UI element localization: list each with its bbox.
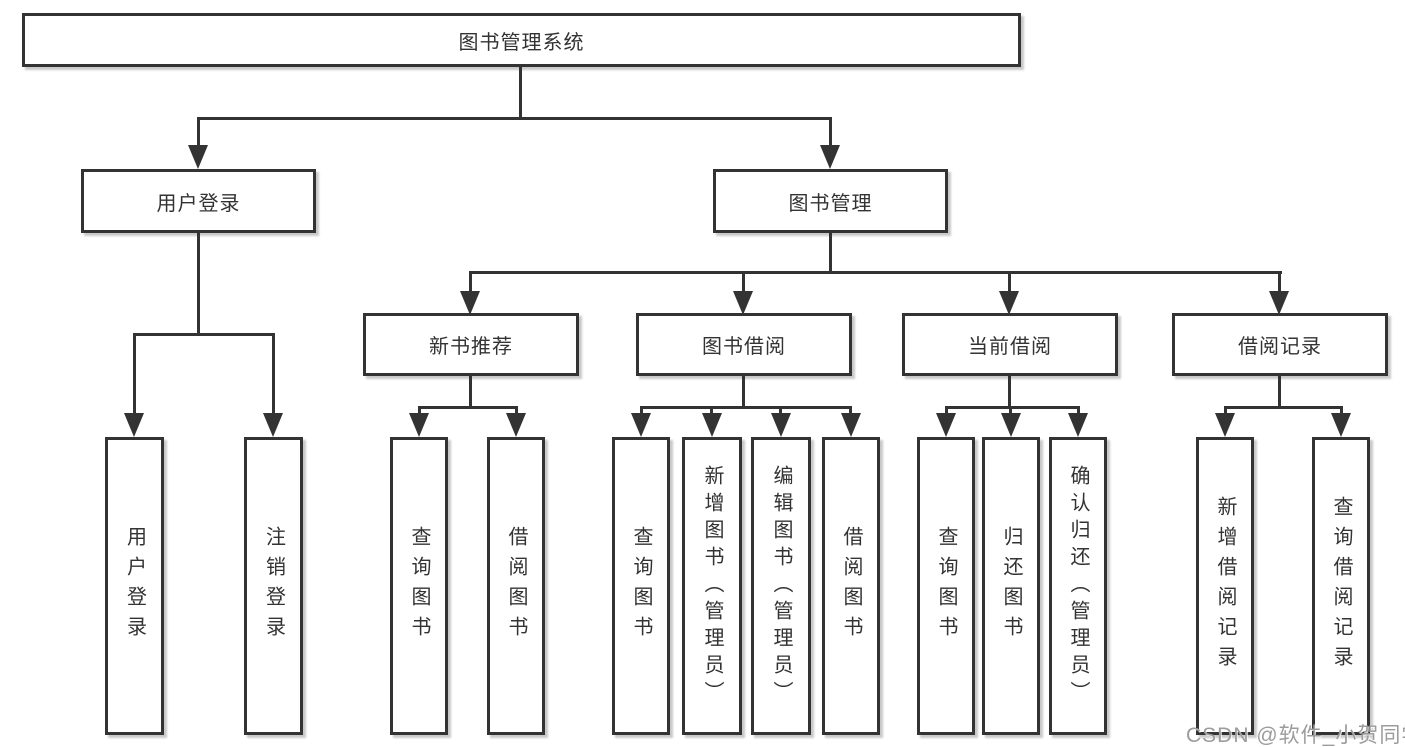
connector-drop <box>1340 406 1343 416</box>
leaf-add-borrow-record: 新增借阅记录 <box>1196 437 1254 735</box>
arrow-down-icon <box>1331 413 1351 437</box>
leaf-query-books-recommend: 查询图书 <box>390 437 448 735</box>
connector-drop <box>1009 406 1012 416</box>
connector-drop <box>640 406 643 416</box>
leaf-query-borrow-record: 查询借阅记录 <box>1312 437 1370 735</box>
arrow-down-icon <box>1001 413 1021 437</box>
connector-level2-bus <box>197 117 832 120</box>
leaf-query-books-borrowing: 查询图书 <box>612 437 670 735</box>
connector-drop <box>779 406 782 416</box>
arrow-down-icon <box>841 413 861 437</box>
node-library-management-system: 图书管理系统 <box>22 13 1021 67</box>
connector-drop-login-leaf <box>133 333 136 415</box>
leaf-query-books-current: 查询图书 <box>917 437 975 735</box>
leaf-user-login: 用户登录 <box>105 437 164 735</box>
connector-drop-borrow-records <box>1278 271 1281 291</box>
arrow-down-icon <box>631 413 651 437</box>
arrow-down-icon <box>124 413 144 437</box>
node-borrowing-records: 借阅记录 <box>1172 313 1388 376</box>
arrow-down-icon <box>1269 291 1289 315</box>
connector-drop <box>515 406 518 416</box>
leaf-confirm-return-admin: 确认归还（管理员） <box>1049 437 1107 735</box>
connector-drop-book-borrow <box>742 271 745 291</box>
arrow-down-icon <box>1068 413 1088 437</box>
connector-book-borrow-bus <box>640 406 852 409</box>
connector-drop <box>1224 406 1227 416</box>
arrow-down-icon <box>188 145 208 169</box>
connector-level3-bus <box>469 271 1282 274</box>
arrow-down-icon <box>1215 413 1235 437</box>
connector-current-borrow-bus <box>945 406 1080 409</box>
connector-drop <box>1077 406 1080 416</box>
connector-book-mgmt-stem <box>829 233 832 273</box>
connector-drop <box>418 406 421 416</box>
arrow-down-icon <box>409 413 429 437</box>
connector-drop-logout-leaf <box>272 333 275 415</box>
arrow-down-icon <box>820 145 840 169</box>
connector-drop-current-borrow <box>1008 271 1011 291</box>
connector-current-borrow-stem <box>1008 376 1011 409</box>
connector-drop-user-login <box>197 117 200 149</box>
leaf-borrow-books: 借阅图书 <box>822 437 880 735</box>
leaf-borrow-books-recommend: 借阅图书 <box>487 437 545 735</box>
node-new-book-recommend: 新书推荐 <box>363 313 579 376</box>
leaf-return-books: 归还图书 <box>982 437 1040 735</box>
connector-drop <box>945 406 948 416</box>
arrow-down-icon <box>999 291 1019 315</box>
connector-drop <box>710 406 713 416</box>
node-book-management: 图书管理 <box>713 169 948 233</box>
leaf-logout: 注销登录 <box>244 437 303 735</box>
arrow-down-icon <box>936 413 956 437</box>
arrow-down-icon <box>771 413 791 437</box>
node-current-borrowing: 当前借阅 <box>902 313 1118 376</box>
connector-new-books-stem <box>469 376 472 409</box>
node-user-login: 用户登录 <box>81 169 316 233</box>
arrow-down-icon <box>263 413 283 437</box>
csdn-watermark: CSDN @软件_小贺同学 <box>1186 724 1405 747</box>
connector-borrow-records-stem <box>1278 376 1281 409</box>
node-book-borrowing: 图书借阅 <box>636 313 852 376</box>
arrow-down-icon <box>506 413 526 437</box>
connector-user-login-stem <box>197 233 200 336</box>
connector-drop-new-books <box>469 271 472 291</box>
connector-book-borrow-stem <box>742 376 745 409</box>
connector-drop <box>849 406 852 416</box>
connector-drop-book-management <box>829 117 832 149</box>
leaf-edit-books-admin: 编辑图书（管理员） <box>751 437 811 735</box>
connector-borrow-records-bus <box>1224 406 1343 409</box>
connector-user-login-bus <box>133 333 275 336</box>
connector-new-books-bus <box>418 406 518 409</box>
leaf-add-books-admin: 新增图书（管理员） <box>682 437 742 735</box>
arrow-down-icon <box>460 291 480 315</box>
arrow-down-icon <box>702 413 722 437</box>
arrow-down-icon <box>733 291 753 315</box>
connector-root-stem <box>519 67 522 119</box>
